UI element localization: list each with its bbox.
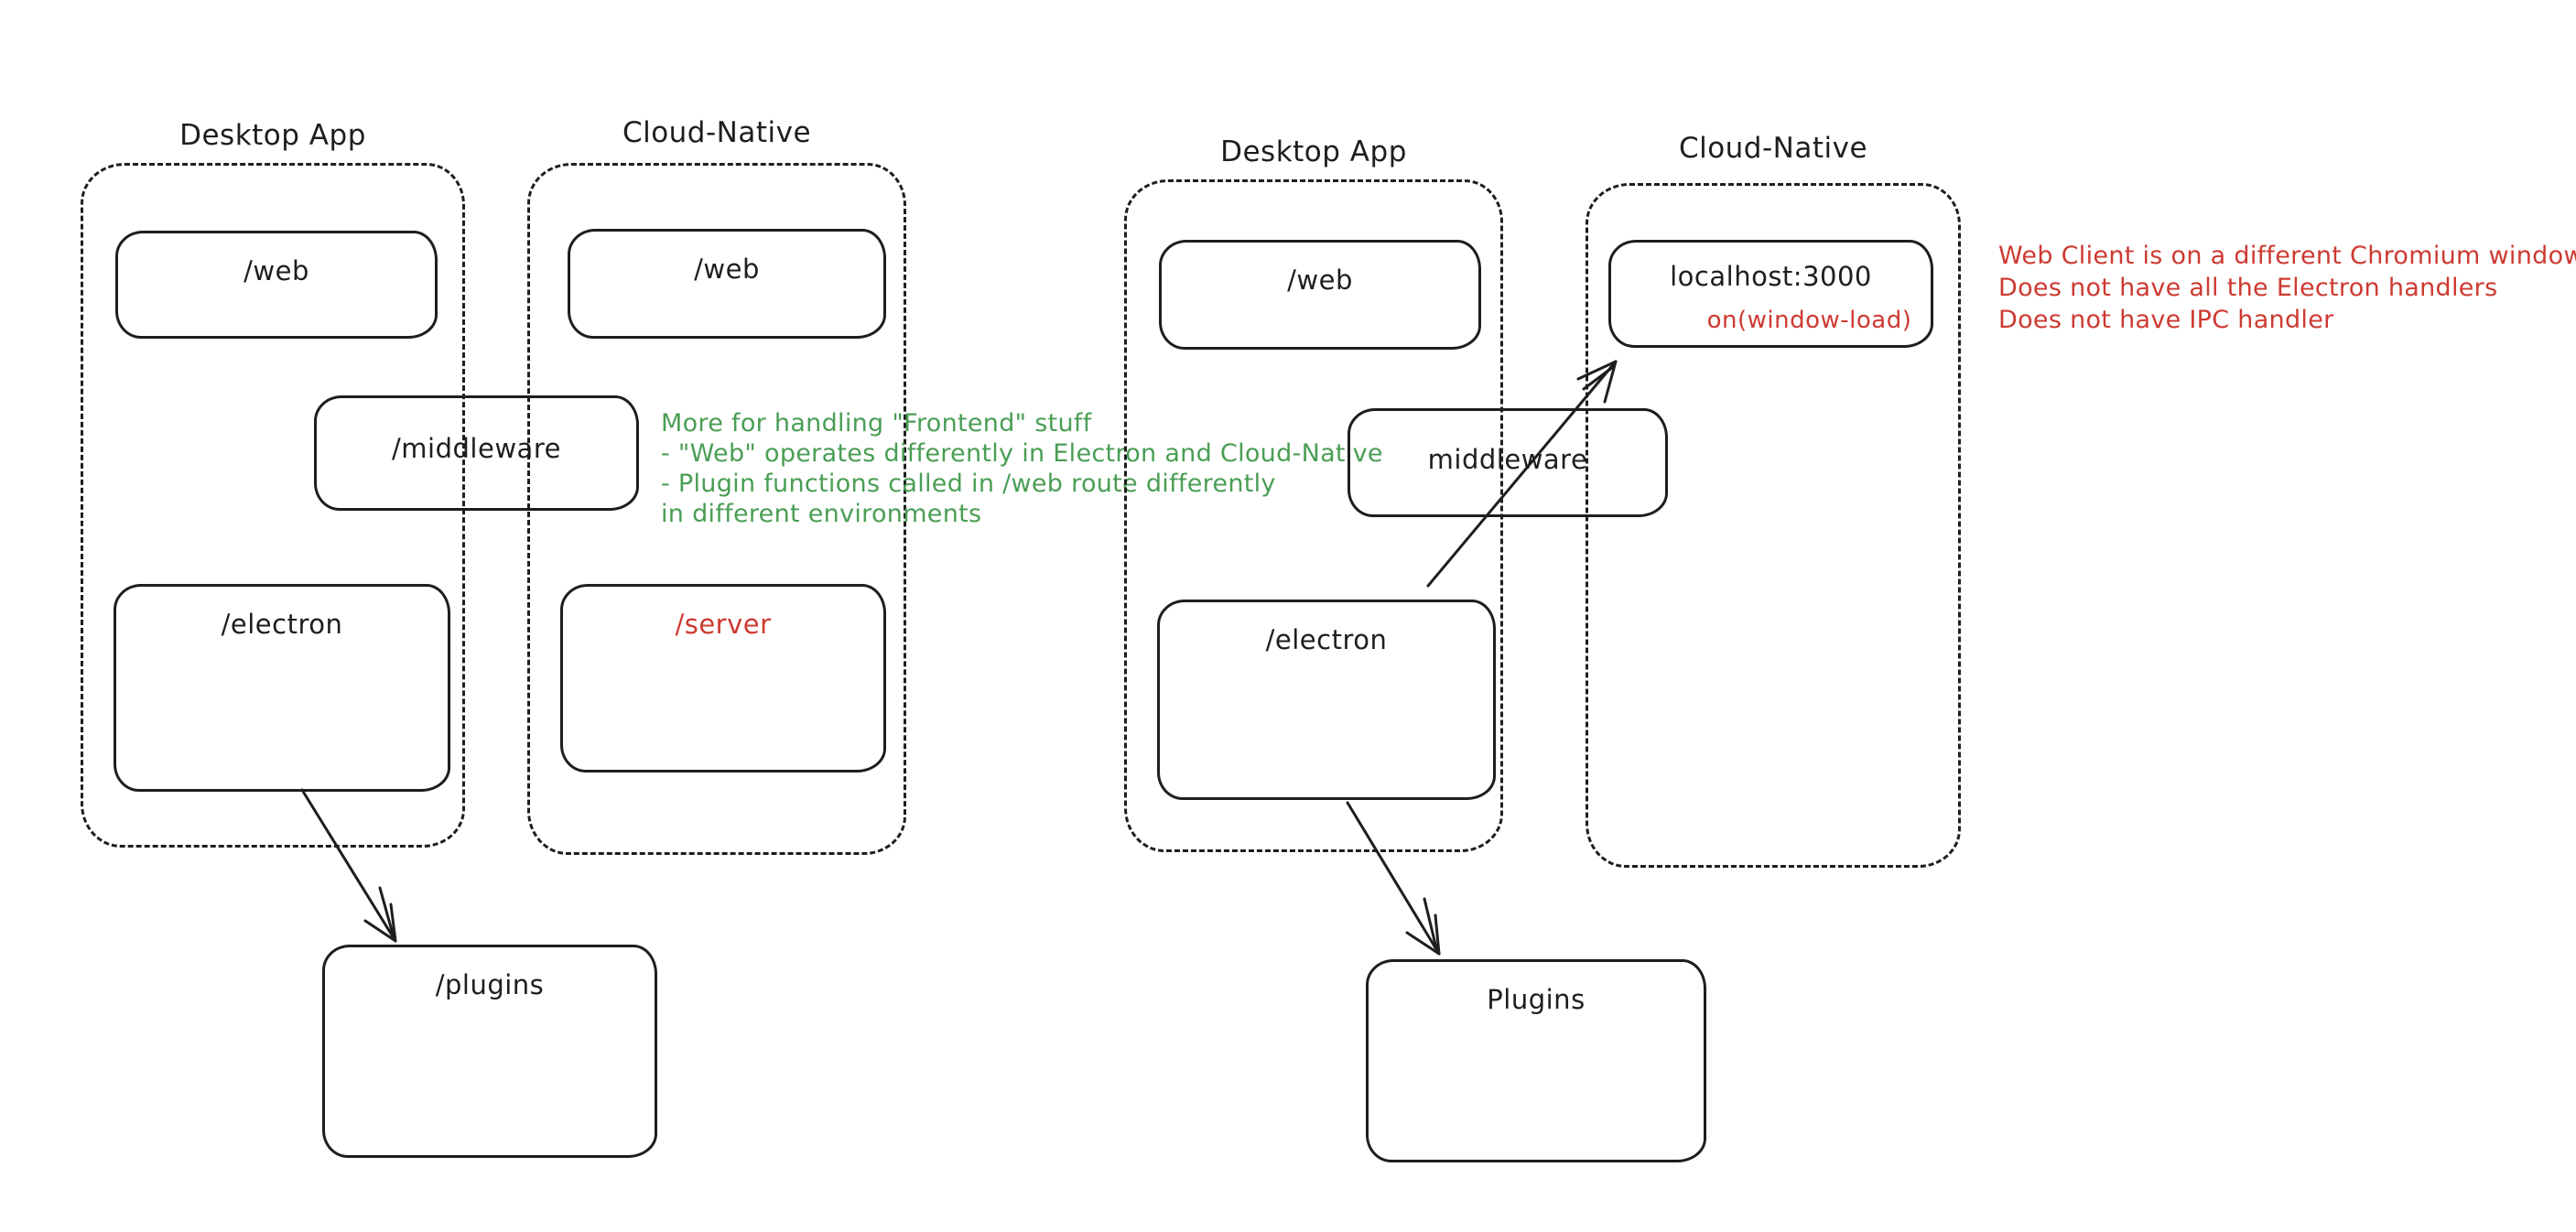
left-electron-node: /electron (114, 584, 450, 792)
right-localhost-node: localhost:3000 on(window-load) (1608, 240, 1933, 348)
web-client-note-line: Does not have all the Electron handlers (1998, 274, 2498, 302)
frontend-note-line: - Plugin functions called in /web route … (661, 470, 1276, 498)
right-electron-node: /electron (1157, 600, 1496, 800)
frontend-note-line: - "Web" operates differently in Electron… (661, 439, 1383, 468)
right-plugins-node: Plugins (1366, 959, 1706, 1162)
left-cloud-native-label: Cloud-Native (622, 116, 812, 149)
right-middleware-node-label: middleware (1427, 444, 1588, 475)
right-localhost-event-label: on(window-load) (1706, 307, 1912, 334)
left-web-cloud-node-label: /web (694, 254, 760, 285)
left-desktop-app-label: Desktop App (179, 119, 366, 152)
right-web-node-label: /web (1287, 265, 1353, 296)
left-web-desktop-node-label: /web (244, 255, 309, 286)
right-localhost-node-label: localhost:3000 (1670, 261, 1872, 292)
left-desktop-app-container (81, 163, 465, 848)
web-client-note-line: Does not have IPC handler (1998, 306, 2334, 334)
right-electron-node-label: /electron (1265, 624, 1388, 655)
left-middleware-node: /middleware (314, 395, 639, 511)
right-desktop-app-label: Desktop App (1220, 135, 1407, 168)
left-plugins-node-label: /plugins (435, 969, 545, 1000)
left-middleware-node-label: /middleware (392, 433, 561, 464)
right-plugins-node-label: Plugins (1487, 984, 1586, 1015)
right-cloud-native-label: Cloud-Native (1678, 132, 1868, 165)
frontend-note: More for handling "Frontend" stuff - "We… (661, 408, 1383, 529)
left-plugins-node: /plugins (322, 945, 657, 1158)
left-server-node-label: /server (675, 609, 772, 640)
left-electron-node-label: /electron (221, 609, 343, 640)
right-web-node: /web (1159, 240, 1481, 350)
left-web-cloud-node: /web (568, 229, 886, 339)
web-client-note: Web Client is on a different Chromium wi… (1998, 240, 2576, 336)
right-middleware-node: middleware (1348, 408, 1668, 517)
frontend-note-line: More for handling "Frontend" stuff (661, 409, 1092, 438)
web-client-note-line: Web Client is on a different Chromium wi… (1998, 242, 2576, 270)
left-web-desktop-node: /web (115, 231, 438, 339)
left-server-node: /server (560, 584, 886, 773)
frontend-note-line: in different environments (661, 500, 982, 528)
